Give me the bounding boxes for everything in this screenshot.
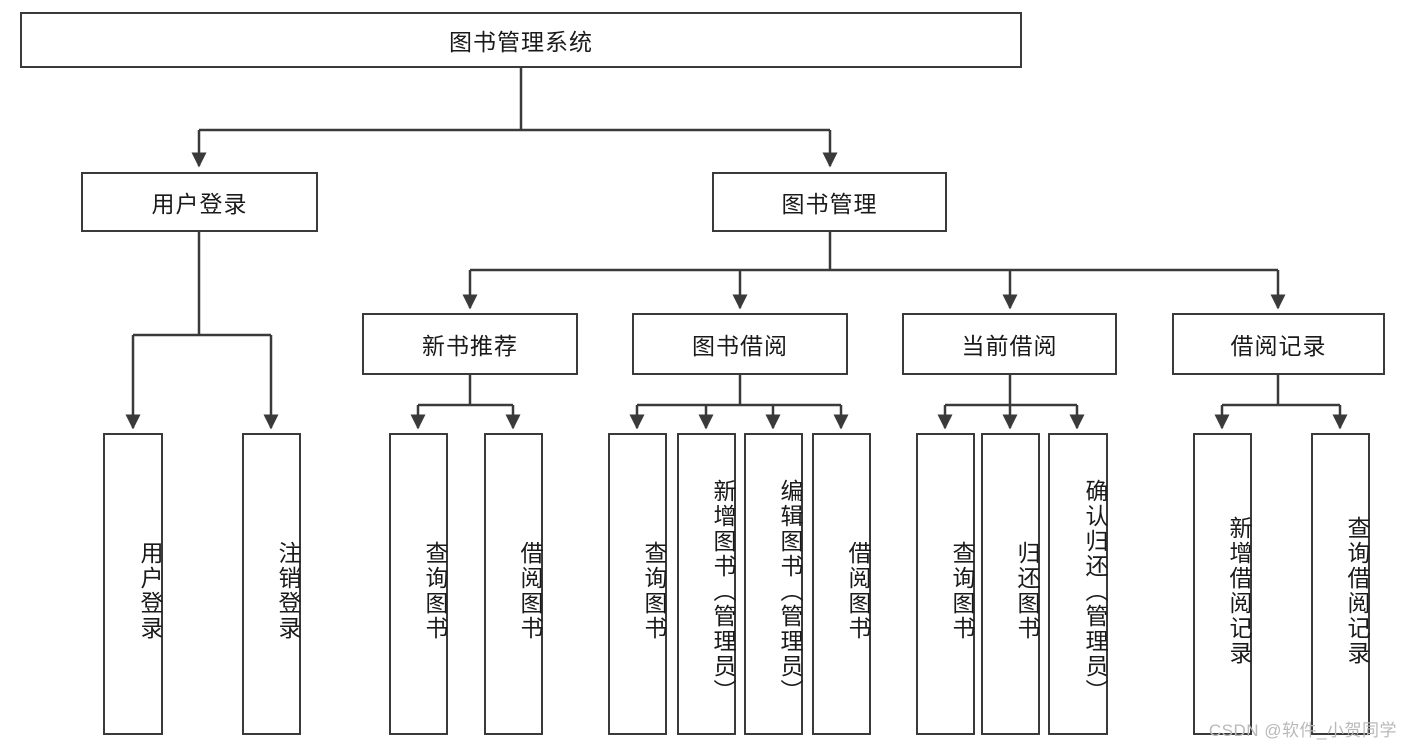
leaf-user-login[interactable]: 用户登录	[103, 433, 163, 735]
leaf-return-book[interactable]: 归还图书	[981, 433, 1040, 735]
leaf-logout[interactable]: 注销登录	[242, 433, 301, 735]
leaf-add-book-admin[interactable]: 新增图书（管理员）	[677, 433, 736, 735]
node-borrow-record[interactable]: 借阅记录	[1172, 313, 1385, 375]
leaf-borrow-book[interactable]: 借阅图书	[812, 433, 871, 735]
node-new-book-recommend[interactable]: 新书推荐	[362, 313, 578, 375]
leaf-borrow-book-recommend[interactable]: 借阅图书	[484, 433, 543, 735]
node-user-login[interactable]: 用户登录	[81, 172, 318, 232]
leaf-query-book-current[interactable]: 查询图书	[916, 433, 975, 735]
node-root-system[interactable]: 图书管理系统	[20, 12, 1022, 68]
node-book-management[interactable]: 图书管理	[712, 172, 947, 232]
leaf-confirm-return-admin[interactable]: 确认归还（管理员）	[1048, 433, 1108, 735]
leaf-edit-book-admin[interactable]: 编辑图书（管理员）	[744, 433, 803, 735]
leaf-add-borrow-record[interactable]: 新增借阅记录	[1193, 433, 1252, 735]
node-book-borrow[interactable]: 图书借阅	[632, 313, 848, 375]
leaf-query-book-recommend[interactable]: 查询图书	[389, 433, 448, 735]
leaf-query-borrow-record[interactable]: 查询借阅记录	[1311, 433, 1370, 735]
watermark-text: CSDN @软件_小贺同学	[1208, 721, 1397, 740]
leaf-query-book-borrow[interactable]: 查询图书	[608, 433, 667, 735]
node-current-borrow[interactable]: 当前借阅	[902, 313, 1117, 375]
